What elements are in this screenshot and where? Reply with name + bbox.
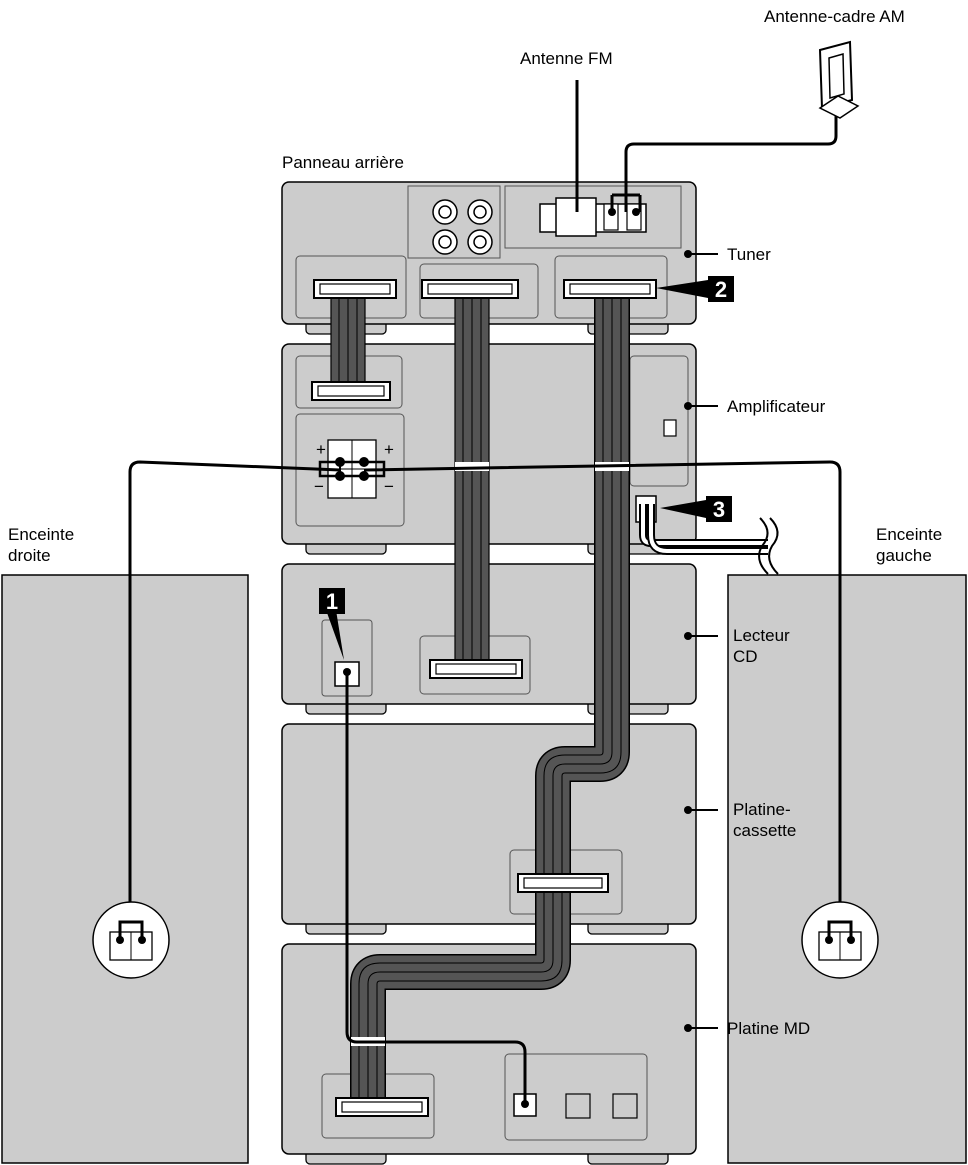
voltage-selector xyxy=(663,419,677,437)
plus-mark-right: + xyxy=(384,440,394,459)
cassette-deck-unit xyxy=(281,723,697,935)
label-cassette-2: cassette xyxy=(733,821,796,840)
ribbon-connectors xyxy=(311,279,657,1117)
system-cable-b xyxy=(454,291,490,669)
label-md: Platine MD xyxy=(727,1019,810,1038)
speaker-right xyxy=(1,574,249,1164)
label-speaker-right-2: droite xyxy=(8,546,51,565)
svg-text:3: 3 xyxy=(713,497,725,522)
label-speaker-left-1: Enceinte xyxy=(876,525,942,544)
speaker-left-terminal-inset xyxy=(801,901,879,979)
minus-mark-right: − xyxy=(384,477,394,496)
label-cd-2: CD xyxy=(733,647,758,666)
label-tuner: Tuner xyxy=(727,245,771,264)
power-cord xyxy=(639,504,779,575)
am-loop-antenna xyxy=(608,40,860,216)
callout-3: 3 xyxy=(660,496,732,522)
callout-2: 2 xyxy=(656,276,734,302)
plus-mark-left: + xyxy=(316,440,326,459)
label-am-antenna: Antenne-cadre AM xyxy=(764,7,905,26)
speaker-wire-left xyxy=(363,460,842,932)
label-cd-1: Lecteur xyxy=(733,626,790,645)
label-amplifier: Amplificateur xyxy=(727,397,826,416)
minus-mark-left: − xyxy=(314,477,324,496)
label-rear-panel: Panneau arrière xyxy=(282,153,404,172)
speaker-right-terminal-inset xyxy=(92,901,170,979)
callout-1: 1 xyxy=(319,588,345,660)
label-fm-antenna: Antenne FM xyxy=(520,49,613,68)
system-cable-a xyxy=(330,291,366,393)
svg-text:1: 1 xyxy=(326,589,338,614)
speaker-left xyxy=(727,574,967,1164)
label-speaker-left-2: gauche xyxy=(876,546,932,565)
label-cassette-1: Platine- xyxy=(733,800,791,819)
optical-cable xyxy=(343,668,529,1108)
rca-jacks xyxy=(432,199,493,255)
svg-text:2: 2 xyxy=(715,277,727,302)
label-speaker-right-1: Enceinte xyxy=(8,525,74,544)
label-pointers xyxy=(684,250,718,1032)
